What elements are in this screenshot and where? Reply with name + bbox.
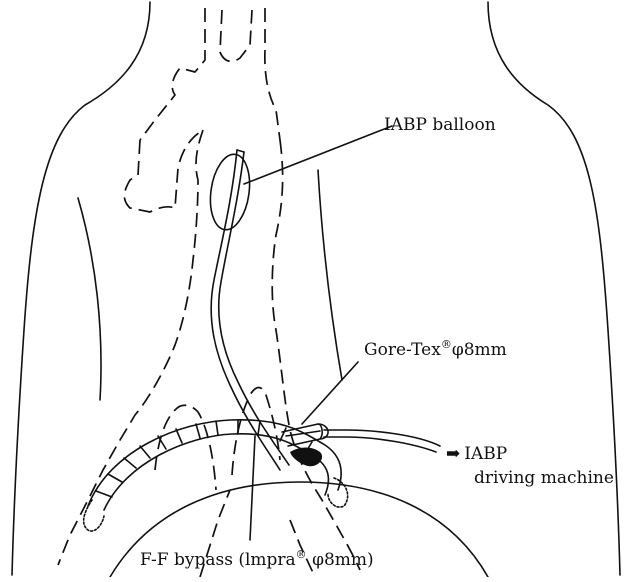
label-iabp-balloon: IABP balloon [384,115,496,135]
gore-tex-leader [302,362,358,424]
label-gore-tex: Gore-Tex®φ8mm [364,338,507,360]
label-iabp-machine: ➡IABP [446,444,507,464]
iabp-balloon [206,152,254,233]
ff-bypass-leader [250,436,255,540]
label-driving-machine: driving machine [474,468,614,488]
leader-lines [244,126,392,540]
iabp-catheter [211,150,289,470]
gore-tex-graft [282,424,440,466]
arrow-right-icon: ➡ [446,444,460,464]
label-ff-bypass: F-F bypass (lmpra® φ8mm) [140,548,374,570]
